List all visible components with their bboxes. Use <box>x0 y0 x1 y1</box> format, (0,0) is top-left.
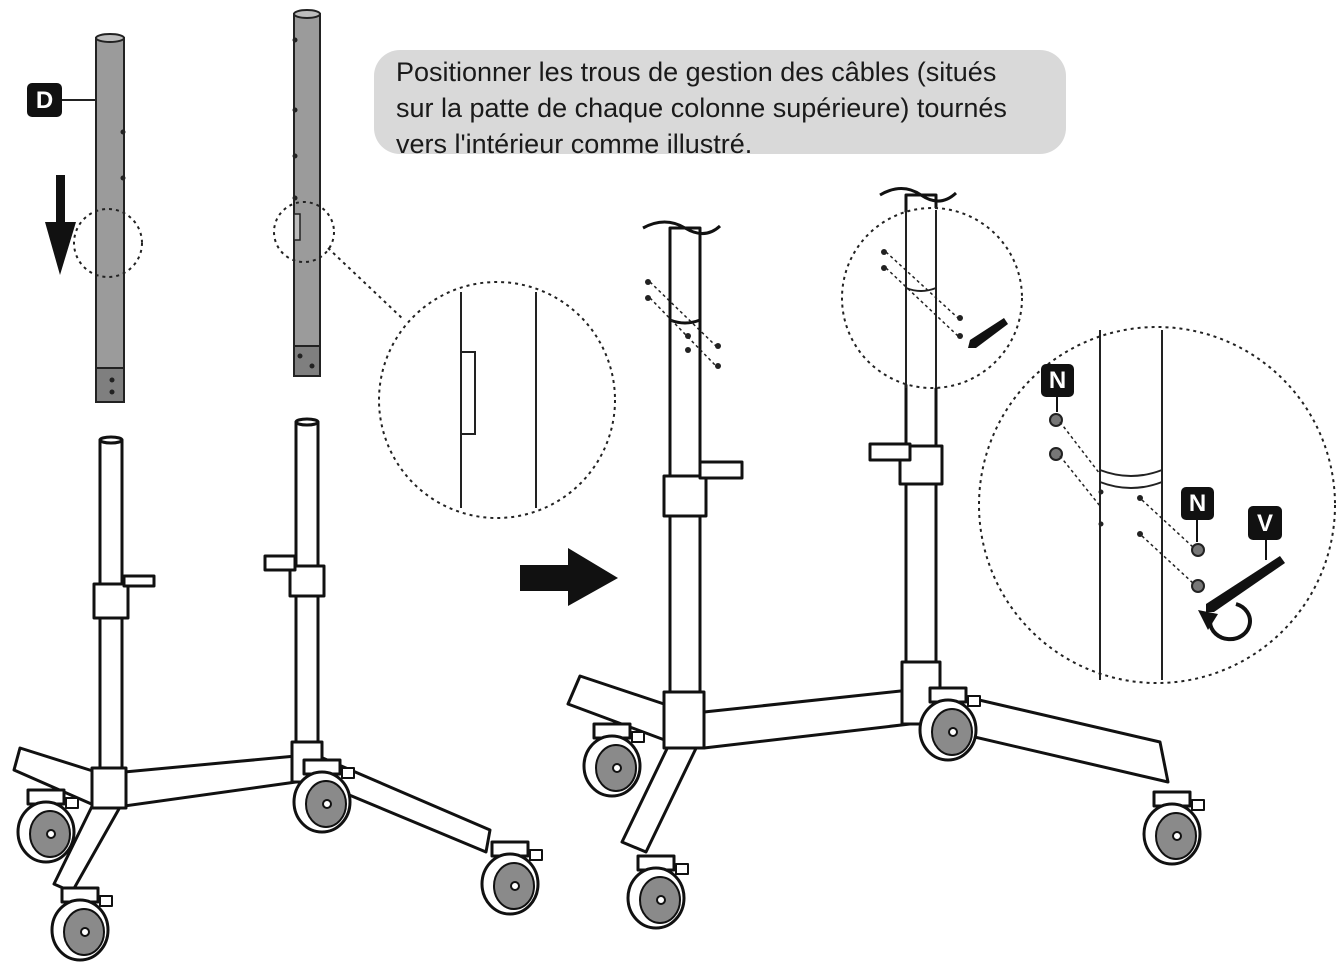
instruction-line-2: sur la patte de chaque colonne supérieur… <box>396 93 1007 123</box>
label-badge-n-top: N <box>1041 364 1074 412</box>
assembled-stand <box>566 187 1206 930</box>
upper-column-right <box>273 9 335 377</box>
right-arrow-icon <box>520 548 618 606</box>
zoom-detail-cable-hole <box>327 247 616 519</box>
instruction-line-1: Positionner les trous de gestion des câb… <box>396 57 997 87</box>
label-badge-d: D <box>27 83 62 117</box>
zoom-detail-screw-holes <box>841 207 1023 389</box>
instruction-note: Positionner les trous de gestion des câb… <box>374 50 1066 159</box>
label-d: D <box>36 87 53 114</box>
down-arrow-icon <box>45 175 76 275</box>
label-badge-n-bottom: N <box>1181 487 1214 542</box>
instruction-line-3: vers l'intérieur comme illustré. <box>396 129 753 159</box>
allen-key-icon <box>1198 538 1285 642</box>
base-stand-left <box>12 417 544 962</box>
assembled-holes <box>645 279 721 369</box>
label-n-top: N <box>1049 367 1066 394</box>
label-n-bottom: N <box>1189 490 1206 517</box>
upper-column-left <box>73 33 143 403</box>
label-badge-v: V <box>1248 506 1282 540</box>
zoom-detail-screw-install <box>978 326 1336 684</box>
label-v: V <box>1257 510 1273 537</box>
